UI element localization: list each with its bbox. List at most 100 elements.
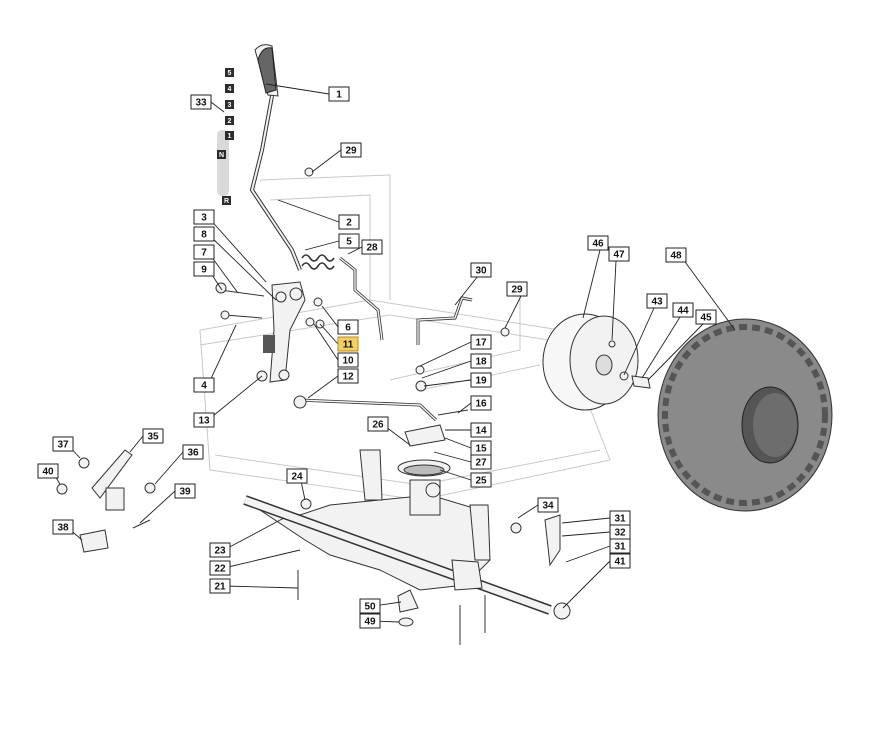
leader-line-44 (641, 316, 681, 379)
callout-box (174, 483, 196, 499)
callout-21[interactable]: 21 (209, 578, 231, 594)
callout-label: 9 (201, 265, 207, 276)
callout-28[interactable]: 28 (361, 239, 383, 255)
callout-box (190, 94, 212, 110)
callout-label: 21 (214, 582, 226, 593)
callout-27[interactable]: 27 (470, 454, 492, 470)
callout-49[interactable]: 49 (359, 613, 381, 629)
callout-label: 10 (342, 356, 354, 367)
callout-4[interactable]: 4 (193, 377, 215, 393)
callout-40[interactable]: 40 (37, 463, 59, 479)
callout-label: 40 (42, 467, 54, 478)
callout-36[interactable]: 36 (182, 444, 204, 460)
callout-18[interactable]: 18 (470, 353, 492, 369)
callout-29b[interactable]: 29 (506, 281, 528, 297)
callout-box (470, 454, 492, 470)
callout-2[interactable]: 2 (338, 214, 360, 230)
svg-text:4: 4 (228, 86, 232, 93)
callout-box (470, 472, 492, 488)
callout-25[interactable]: 25 (470, 472, 492, 488)
callout-box (337, 319, 359, 335)
callout-label: 23 (214, 546, 226, 557)
leader-line-48 (679, 254, 736, 331)
callout-7[interactable]: 7 (193, 244, 215, 260)
callout-box (337, 336, 359, 352)
callout-8[interactable]: 8 (193, 226, 215, 242)
callout-box (672, 302, 694, 318)
callout-34[interactable]: 34 (537, 497, 559, 513)
callout-23[interactable]: 23 (209, 542, 231, 558)
callout-22[interactable]: 22 (209, 560, 231, 576)
leader-line-34 (517, 504, 539, 519)
callout-24[interactable]: 24 (286, 468, 308, 484)
callout-6[interactable]: 6 (337, 319, 359, 335)
callout-3[interactable]: 3 (193, 209, 215, 225)
callout-35[interactable]: 35 (142, 428, 164, 444)
callout-39[interactable]: 39 (174, 483, 196, 499)
callout-33[interactable]: 33 (190, 94, 212, 110)
callout-box (337, 352, 359, 368)
callout-19[interactable]: 19 (470, 372, 492, 388)
callout-43[interactable]: 43 (646, 293, 668, 309)
callout-box (52, 519, 74, 535)
callout-12[interactable]: 12 (337, 368, 359, 384)
leader-line-17 (419, 341, 472, 367)
callout-41[interactable]: 41 (609, 553, 631, 569)
callout-label: 33 (195, 98, 207, 109)
callout-45[interactable]: 45 (695, 309, 717, 325)
callout-label: 49 (364, 617, 376, 628)
transaxle (243, 449, 571, 645)
callout-31b[interactable]: 31 (609, 538, 631, 554)
gear-gate-strip (217, 130, 229, 196)
callout-30[interactable]: 30 (470, 262, 492, 278)
callout-32[interactable]: 32 (609, 524, 631, 540)
callout-label: 48 (670, 251, 682, 262)
callout-37[interactable]: 37 (52, 436, 74, 452)
callout-label: 29 (511, 285, 523, 296)
callout-38[interactable]: 38 (52, 519, 74, 535)
gear-label-4: 4 (225, 84, 234, 93)
callout-9[interactable]: 9 (193, 261, 215, 277)
leader-line-29a (311, 149, 342, 173)
callout-label: 39 (179, 487, 191, 498)
callout-14[interactable]: 14 (470, 422, 492, 438)
callout-48[interactable]: 48 (665, 247, 687, 263)
callout-box (470, 372, 492, 388)
callout-13[interactable]: 13 (193, 412, 215, 428)
callout-29a[interactable]: 29 (340, 142, 362, 158)
callout-label: 1 (336, 90, 342, 101)
leader-line-11 (319, 323, 339, 345)
callout-box (340, 142, 362, 158)
leader-line-13 (207, 375, 263, 421)
callout-16[interactable]: 16 (470, 395, 492, 411)
callout-box (193, 261, 215, 277)
leader-line-27 (433, 451, 472, 463)
leader-line-1 (265, 83, 330, 95)
leader-line-8 (207, 233, 277, 301)
callout-label: 3 (201, 213, 207, 224)
leader-line-18 (421, 360, 472, 379)
callout-label: 11 (343, 340, 354, 351)
callout-50[interactable]: 50 (359, 598, 381, 614)
callout-15[interactable]: 15 (470, 440, 492, 456)
callout-17[interactable]: 17 (470, 334, 492, 350)
callout-46[interactable]: 46 (587, 235, 609, 251)
svg-text:2: 2 (228, 118, 232, 125)
pedal-parts (56, 449, 156, 553)
callout-5[interactable]: 5 (338, 233, 360, 249)
leader-line-43 (623, 307, 655, 376)
leader-line-6 (321, 305, 339, 328)
callout-11[interactable]: 11 (337, 336, 359, 352)
callout-44[interactable]: 44 (672, 302, 694, 318)
callout-26[interactable]: 26 (367, 416, 389, 432)
leader-line-15 (444, 437, 472, 449)
leader-line-23 (223, 517, 285, 551)
callout-1[interactable]: 1 (328, 86, 350, 102)
callout-31a[interactable]: 31 (609, 510, 631, 526)
callout-47[interactable]: 47 (608, 246, 630, 262)
callout-10[interactable]: 10 (337, 352, 359, 368)
leader-line-33 (210, 101, 225, 113)
gear-label-1: 1 (225, 131, 234, 140)
